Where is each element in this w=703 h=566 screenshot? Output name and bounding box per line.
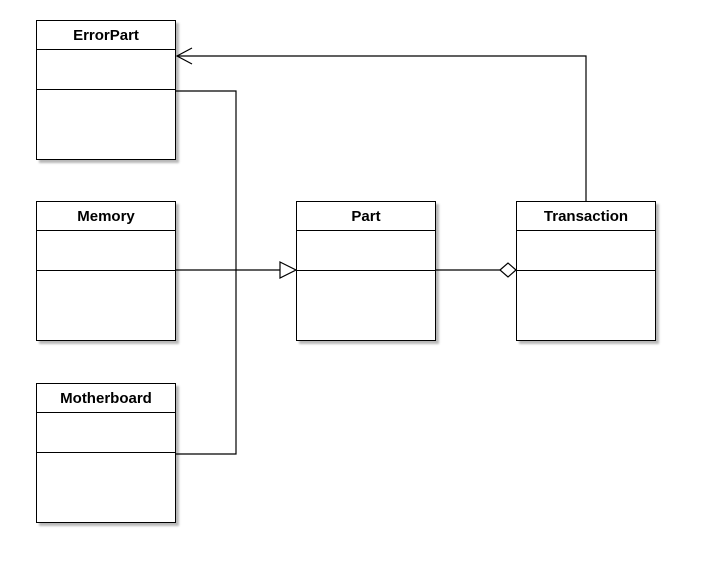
- class-part-methods: [297, 271, 435, 340]
- class-memory-methods: [37, 271, 175, 340]
- class-errorpart-methods: [37, 90, 175, 159]
- class-part-attributes: [297, 231, 435, 271]
- class-memory-name: Memory: [37, 202, 175, 231]
- class-errorpart[interactable]: ErrorPart: [36, 20, 176, 160]
- class-motherboard[interactable]: Motherboard: [36, 383, 176, 523]
- class-motherboard-methods: [37, 453, 175, 522]
- transaction-to-errorpart-connector[interactable]: [177, 55, 587, 201]
- class-transaction[interactable]: Transaction: [516, 201, 656, 341]
- class-transaction-name: Transaction: [517, 202, 655, 231]
- class-memory[interactable]: Memory: [36, 201, 176, 341]
- class-memory-attributes: [37, 231, 175, 271]
- class-errorpart-attributes: [37, 50, 175, 90]
- class-transaction-attributes: [517, 231, 655, 271]
- class-motherboard-attributes: [37, 413, 175, 453]
- errorpart-to-part-connector[interactable]: [176, 90, 237, 270]
- association-arrowhead: [175, 47, 193, 65]
- class-transaction-methods: [517, 271, 655, 340]
- generalization-arrowhead: [279, 261, 298, 279]
- motherboard-to-part-connector[interactable]: [176, 270, 237, 455]
- class-errorpart-name: ErrorPart: [37, 21, 175, 50]
- aggregation-diamond: [499, 262, 517, 278]
- class-part[interactable]: Part: [296, 201, 436, 341]
- class-motherboard-name: Motherboard: [37, 384, 175, 413]
- class-part-name: Part: [297, 202, 435, 231]
